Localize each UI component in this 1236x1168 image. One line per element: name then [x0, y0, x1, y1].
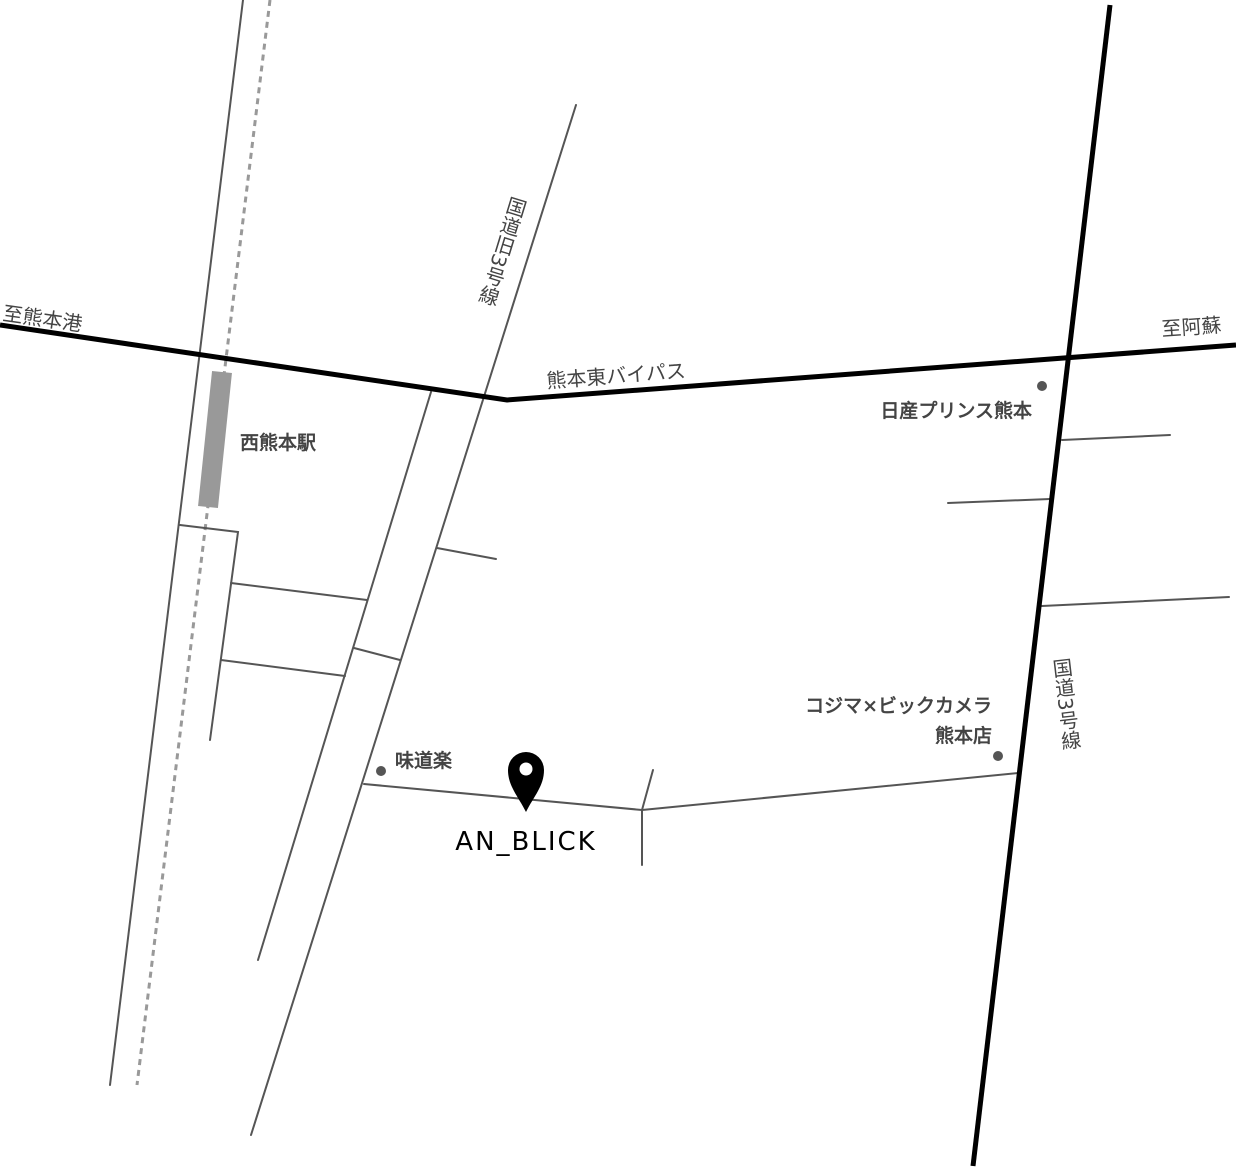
road-old3-east — [250, 104, 577, 1136]
major-roads — [0, 4, 1236, 1167]
road-old3-west — [257, 391, 432, 961]
route3-road — [970, 4, 1113, 1167]
road-west-edge — [109, 0, 244, 1086]
ajidouraku-label: 味道楽 — [395, 749, 453, 772]
station-platform — [198, 370, 232, 509]
kojima-label-line2: 熊本店 — [935, 724, 992, 747]
label-to-aso: 至阿蘇 — [1161, 313, 1223, 341]
station-label: 西熊本駅 — [240, 431, 317, 454]
road-cross-north — [641, 769, 654, 811]
railway — [135, 0, 272, 1086]
road-east-a — [1061, 434, 1171, 441]
label-route3: 国道3号線 — [1048, 657, 1083, 752]
nissan-label: 日産プリンス熊本 — [880, 399, 1032, 422]
railway-track — [135, 0, 272, 1086]
bypass-road — [0, 322, 1236, 403]
nissan-dot — [1037, 381, 1047, 391]
road-east-b — [947, 498, 1051, 504]
kojima-dot — [993, 751, 1003, 761]
road-destination-east — [641, 772, 1019, 811]
map-pin-icon[interactable] — [508, 752, 544, 812]
road-connector — [353, 647, 401, 661]
kojima-label-line1: コジマ×ビックカメラ — [805, 695, 992, 717]
road-east-c — [1041, 596, 1230, 607]
destination-label: AN_BLICK — [455, 827, 596, 857]
road-side-a — [230, 582, 368, 601]
ajidouraku-dot — [376, 766, 386, 776]
road-spur-east — [436, 547, 497, 560]
road-side-b — [220, 659, 346, 677]
road-destination-west — [363, 783, 643, 811]
road-station-loop — [179, 524, 240, 741]
label-old-route3: 国道旧3号線 — [474, 193, 530, 308]
local-roads — [109, 0, 1230, 1136]
